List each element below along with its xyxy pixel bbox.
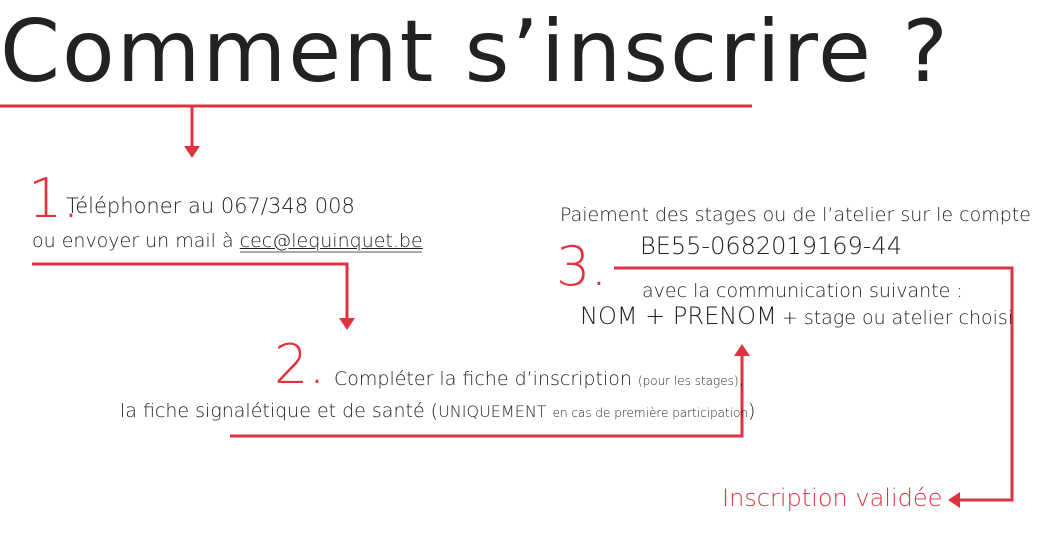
final-validated-label: Inscription validée — [722, 484, 943, 512]
step3-payment-text: Paiement des stages ou de l’atelier sur … — [560, 204, 1031, 226]
connector-step1-to-step2 — [32, 262, 349, 318]
step2-line2-main: la fiche signalétique et de santé ( — [120, 400, 439, 422]
step3-reference-caps: NOM + PRENOM — [580, 302, 777, 330]
step1-number: 1. — [28, 167, 80, 230]
step2-line1-main: Compléter la fiche d’inscription — [334, 368, 632, 390]
arrow-down-to-step2 — [339, 318, 355, 330]
step2-line1-note: (pour les stages) — [637, 374, 739, 388]
step3-number: 3. — [556, 235, 608, 298]
step2-line1-end: , — [738, 368, 745, 390]
step3-communication-text: avec la communication suivante : — [642, 280, 963, 302]
arrow-up-to-step3 — [734, 344, 750, 356]
step3-reference-line: NOM + PRENOM + stage ou atelier choisi — [580, 302, 1013, 330]
step2-number: 2. — [274, 333, 326, 396]
arrow-down-to-step1 — [184, 146, 200, 158]
step2-line1: Compléter la fiche d’inscription (pour l… — [334, 368, 745, 390]
email-link[interactable]: cec@lequinquet.be — [239, 230, 423, 252]
arrow-left-to-final — [948, 492, 960, 508]
connector-step3-to-final — [614, 266, 1014, 502]
step1-mail-prefix: ou envoyer un mail à — [32, 230, 234, 252]
connector-step2-to-step3 — [230, 356, 744, 438]
step2-line2-caps: UNIQUEMENT — [438, 402, 547, 421]
step3-reference-rest: + stage ou atelier choisi — [781, 307, 1014, 329]
step2-line2: la fiche signalétique et de santé (UNIQU… — [120, 400, 755, 422]
step2-line2-small: en cas de première participation — [552, 406, 749, 420]
step1-phone-text: Téléphoner au 067/348 008 — [66, 194, 355, 218]
step1-mail-text: ou envoyer un mail à cec@lequinquet.be — [32, 230, 423, 252]
step2-line2-end: ) — [748, 400, 756, 422]
step3-account-number: BE55-0682019169-44 — [640, 232, 902, 260]
